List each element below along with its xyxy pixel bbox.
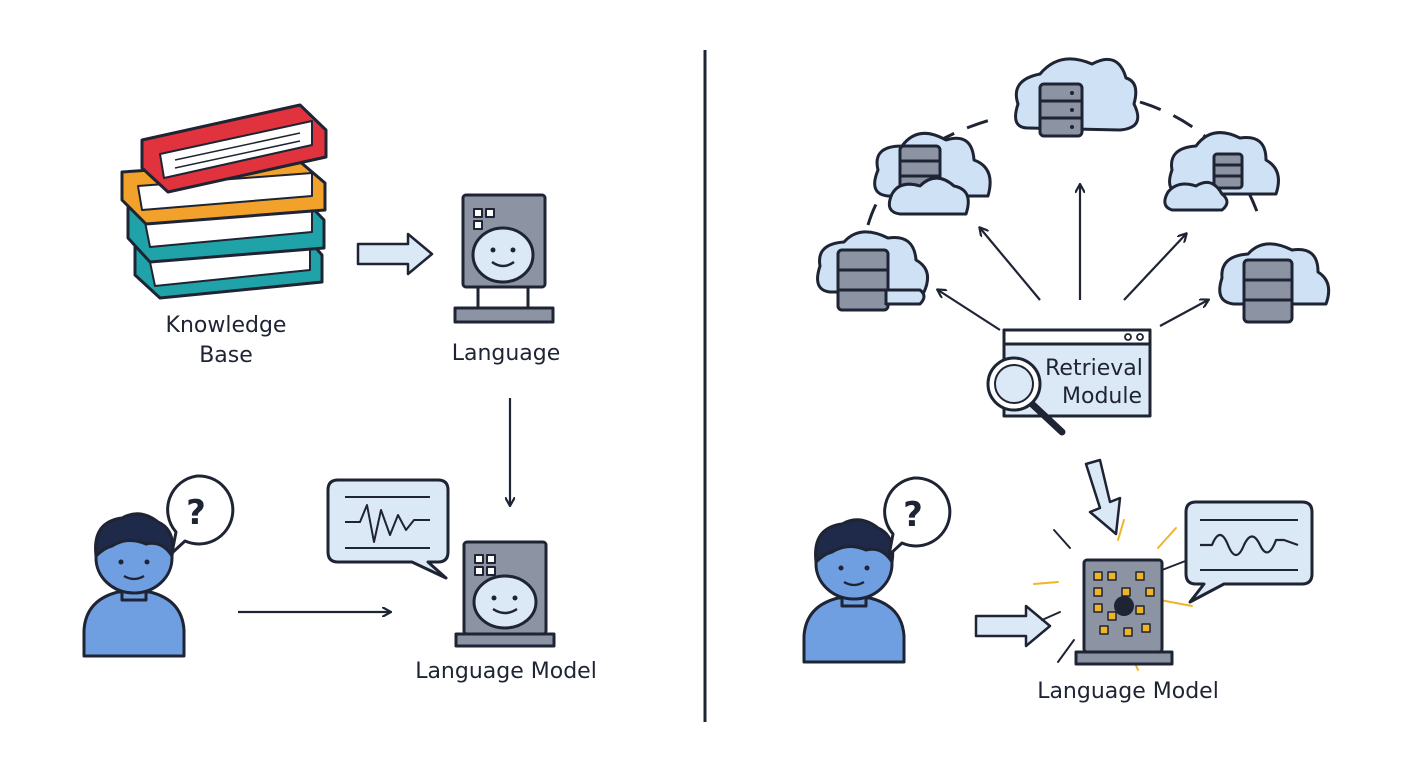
block-arrow-right-icon <box>356 232 434 276</box>
retrieval-label-line1: Retrieval <box>1045 356 1143 381</box>
block-arrow-down-icon <box>1084 458 1122 536</box>
bottom-model-label: Language Model <box>415 659 597 684</box>
user-avatar-icon-right <box>802 518 906 664</box>
question-bubble-icon-right <box>883 476 952 557</box>
enhanced-model-chip-icon <box>1033 519 1193 671</box>
arrow-to-cloud-right <box>1159 300 1208 327</box>
user-avatar-icon <box>82 512 186 658</box>
question-mark-right: ? <box>903 495 923 535</box>
cloud-database-icon-right <box>1218 242 1331 324</box>
retrieval-label-line2: Module <box>1062 384 1142 409</box>
knowledge-base-label-line2: Base <box>199 343 253 368</box>
cloud-database-icon-upper-right <box>1163 131 1280 212</box>
cloud-database-icon-upper-left <box>873 131 992 216</box>
arrow-to-cloud-upper-right <box>1123 234 1186 301</box>
block-arrow-right-icon-2 <box>974 604 1052 648</box>
response-bubble-icon <box>326 478 450 580</box>
book-stack-icon <box>120 103 328 300</box>
knowledge-base-label-line1: Knowledge <box>166 313 287 338</box>
question-bubble-icon <box>166 474 235 555</box>
top-model-label: Language <box>452 341 561 366</box>
response-bubble-icon-right <box>1184 500 1314 604</box>
language-model-machine-icon <box>453 193 555 324</box>
arrow-to-cloud-upper-left <box>980 228 1041 301</box>
magnifier-icon <box>986 356 1066 436</box>
question-mark-left: ? <box>186 493 206 533</box>
right-model-label: Language Model <box>1037 679 1219 704</box>
cloud-database-icon-left <box>816 230 930 312</box>
arrow-to-cloud-left <box>938 290 1001 331</box>
cloud-database-icon-top <box>1014 57 1140 138</box>
language-model-machine-icon-bottom <box>454 540 556 648</box>
